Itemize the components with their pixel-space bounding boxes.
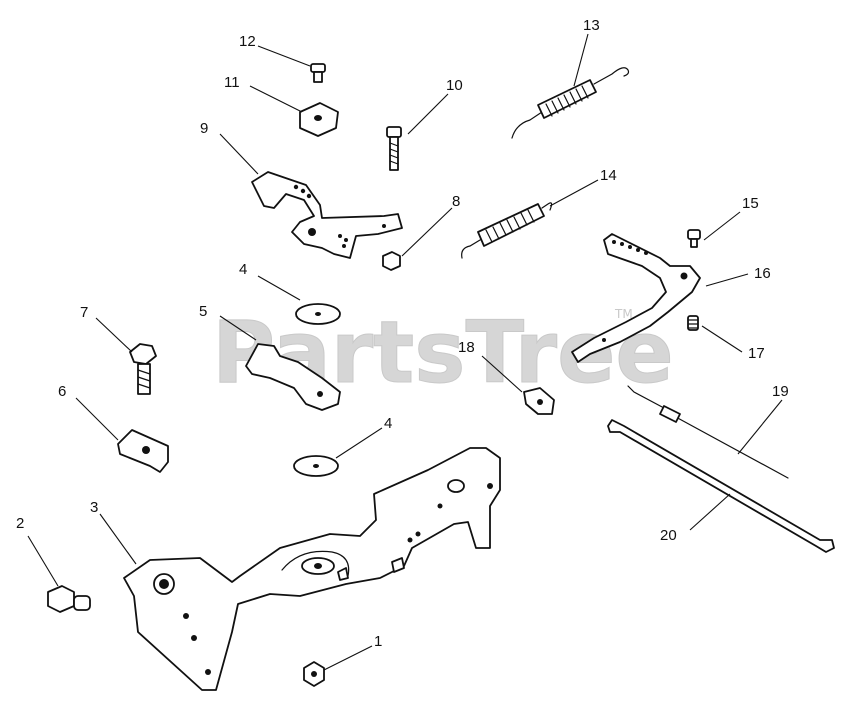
leader-lines [27,33,783,671]
callout-7: 7 [80,304,88,321]
callout-1: 1 [374,633,382,650]
callout-5: 5 [199,303,207,320]
part-2-bolt [47,585,91,613]
part-4-washer-upper [295,303,341,325]
part-16-control-lever [571,233,701,363]
callout-8: 8 [452,193,460,210]
callout-19: 19 [772,383,789,400]
part-20-rod [607,419,835,553]
part-12-screw [310,63,326,83]
watermark-text: PartsTree [212,303,674,403]
part-14-spring [461,202,553,259]
callout-17: 17 [748,345,765,362]
part-15-screw [687,229,701,248]
callout-4-upper: 4 [239,261,247,278]
part-13-spring [511,67,630,139]
callout-11: 11 [224,74,240,91]
part-8-nut [382,251,401,271]
part-11-washer [299,102,339,137]
part-9-governor-lever [251,171,403,259]
callout-14: 14 [600,167,617,184]
callout-15: 15 [742,195,759,212]
callout-2: 2 [16,515,24,532]
part-10-bolt [386,126,402,171]
part-17-spring [687,315,699,331]
callout-13: 13 [583,17,600,34]
callout-3: 3 [90,499,98,516]
callout-9: 9 [200,120,208,137]
callout-10: 10 [446,77,463,94]
part-19-link-rod [627,385,789,479]
watermark: PartsTree TM [212,303,675,404]
part-7-flange-bolt [129,343,157,395]
callout-4-lower: 4 [384,415,392,432]
part-1-nut [303,661,325,687]
callout-16: 16 [754,265,771,282]
callout-18: 18 [458,339,475,356]
part-5-plate [245,343,341,411]
part-18-clamp [523,387,555,415]
callout-labels: 12 11 10 9 13 14 8 4 5 7 6 4 18 15 16 17… [16,17,789,650]
watermark-tm: TM [614,307,633,321]
callout-6: 6 [58,383,66,400]
callout-12: 12 [239,33,256,50]
callout-20: 20 [660,527,677,544]
part-3-bracket [123,447,501,691]
part-6-clip [117,429,169,473]
part-4-washer-lower [293,455,339,477]
